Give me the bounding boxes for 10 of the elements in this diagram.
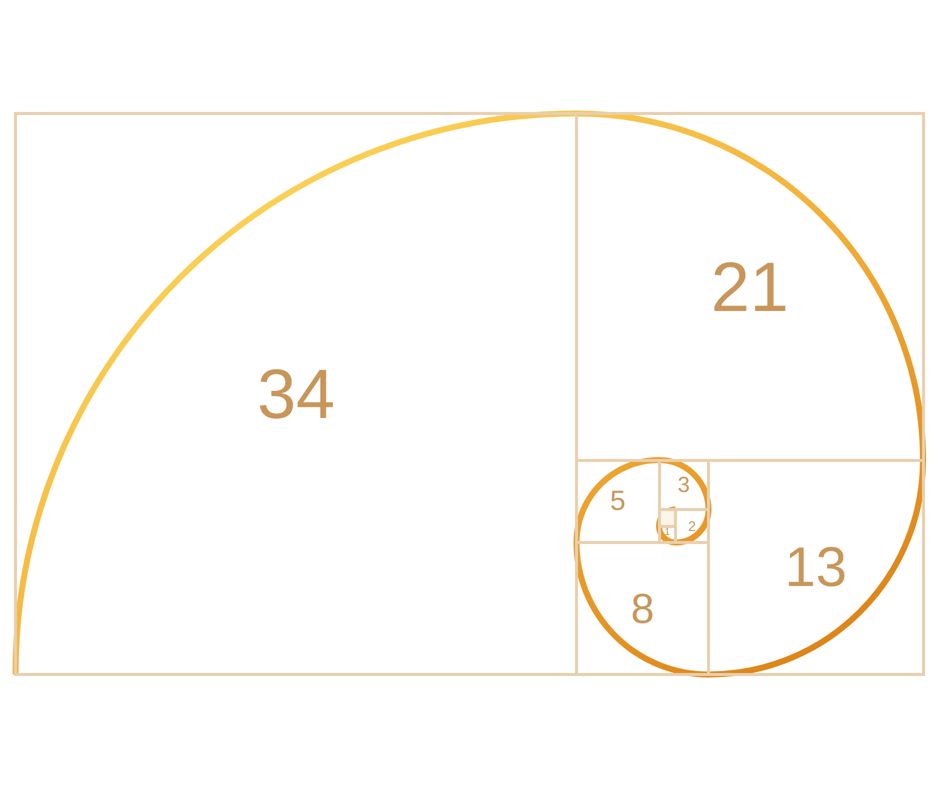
square-number: 3 <box>678 474 690 496</box>
square-number: 1 <box>664 528 670 538</box>
square-number: 21 <box>710 252 789 322</box>
square-number: 34 <box>257 359 335 429</box>
square-number: 5 <box>610 487 626 516</box>
square <box>575 112 924 462</box>
square <box>14 112 578 676</box>
square-number: 8 <box>630 588 654 630</box>
square-number: 2 <box>688 519 696 533</box>
square-number: 13 <box>784 539 847 596</box>
